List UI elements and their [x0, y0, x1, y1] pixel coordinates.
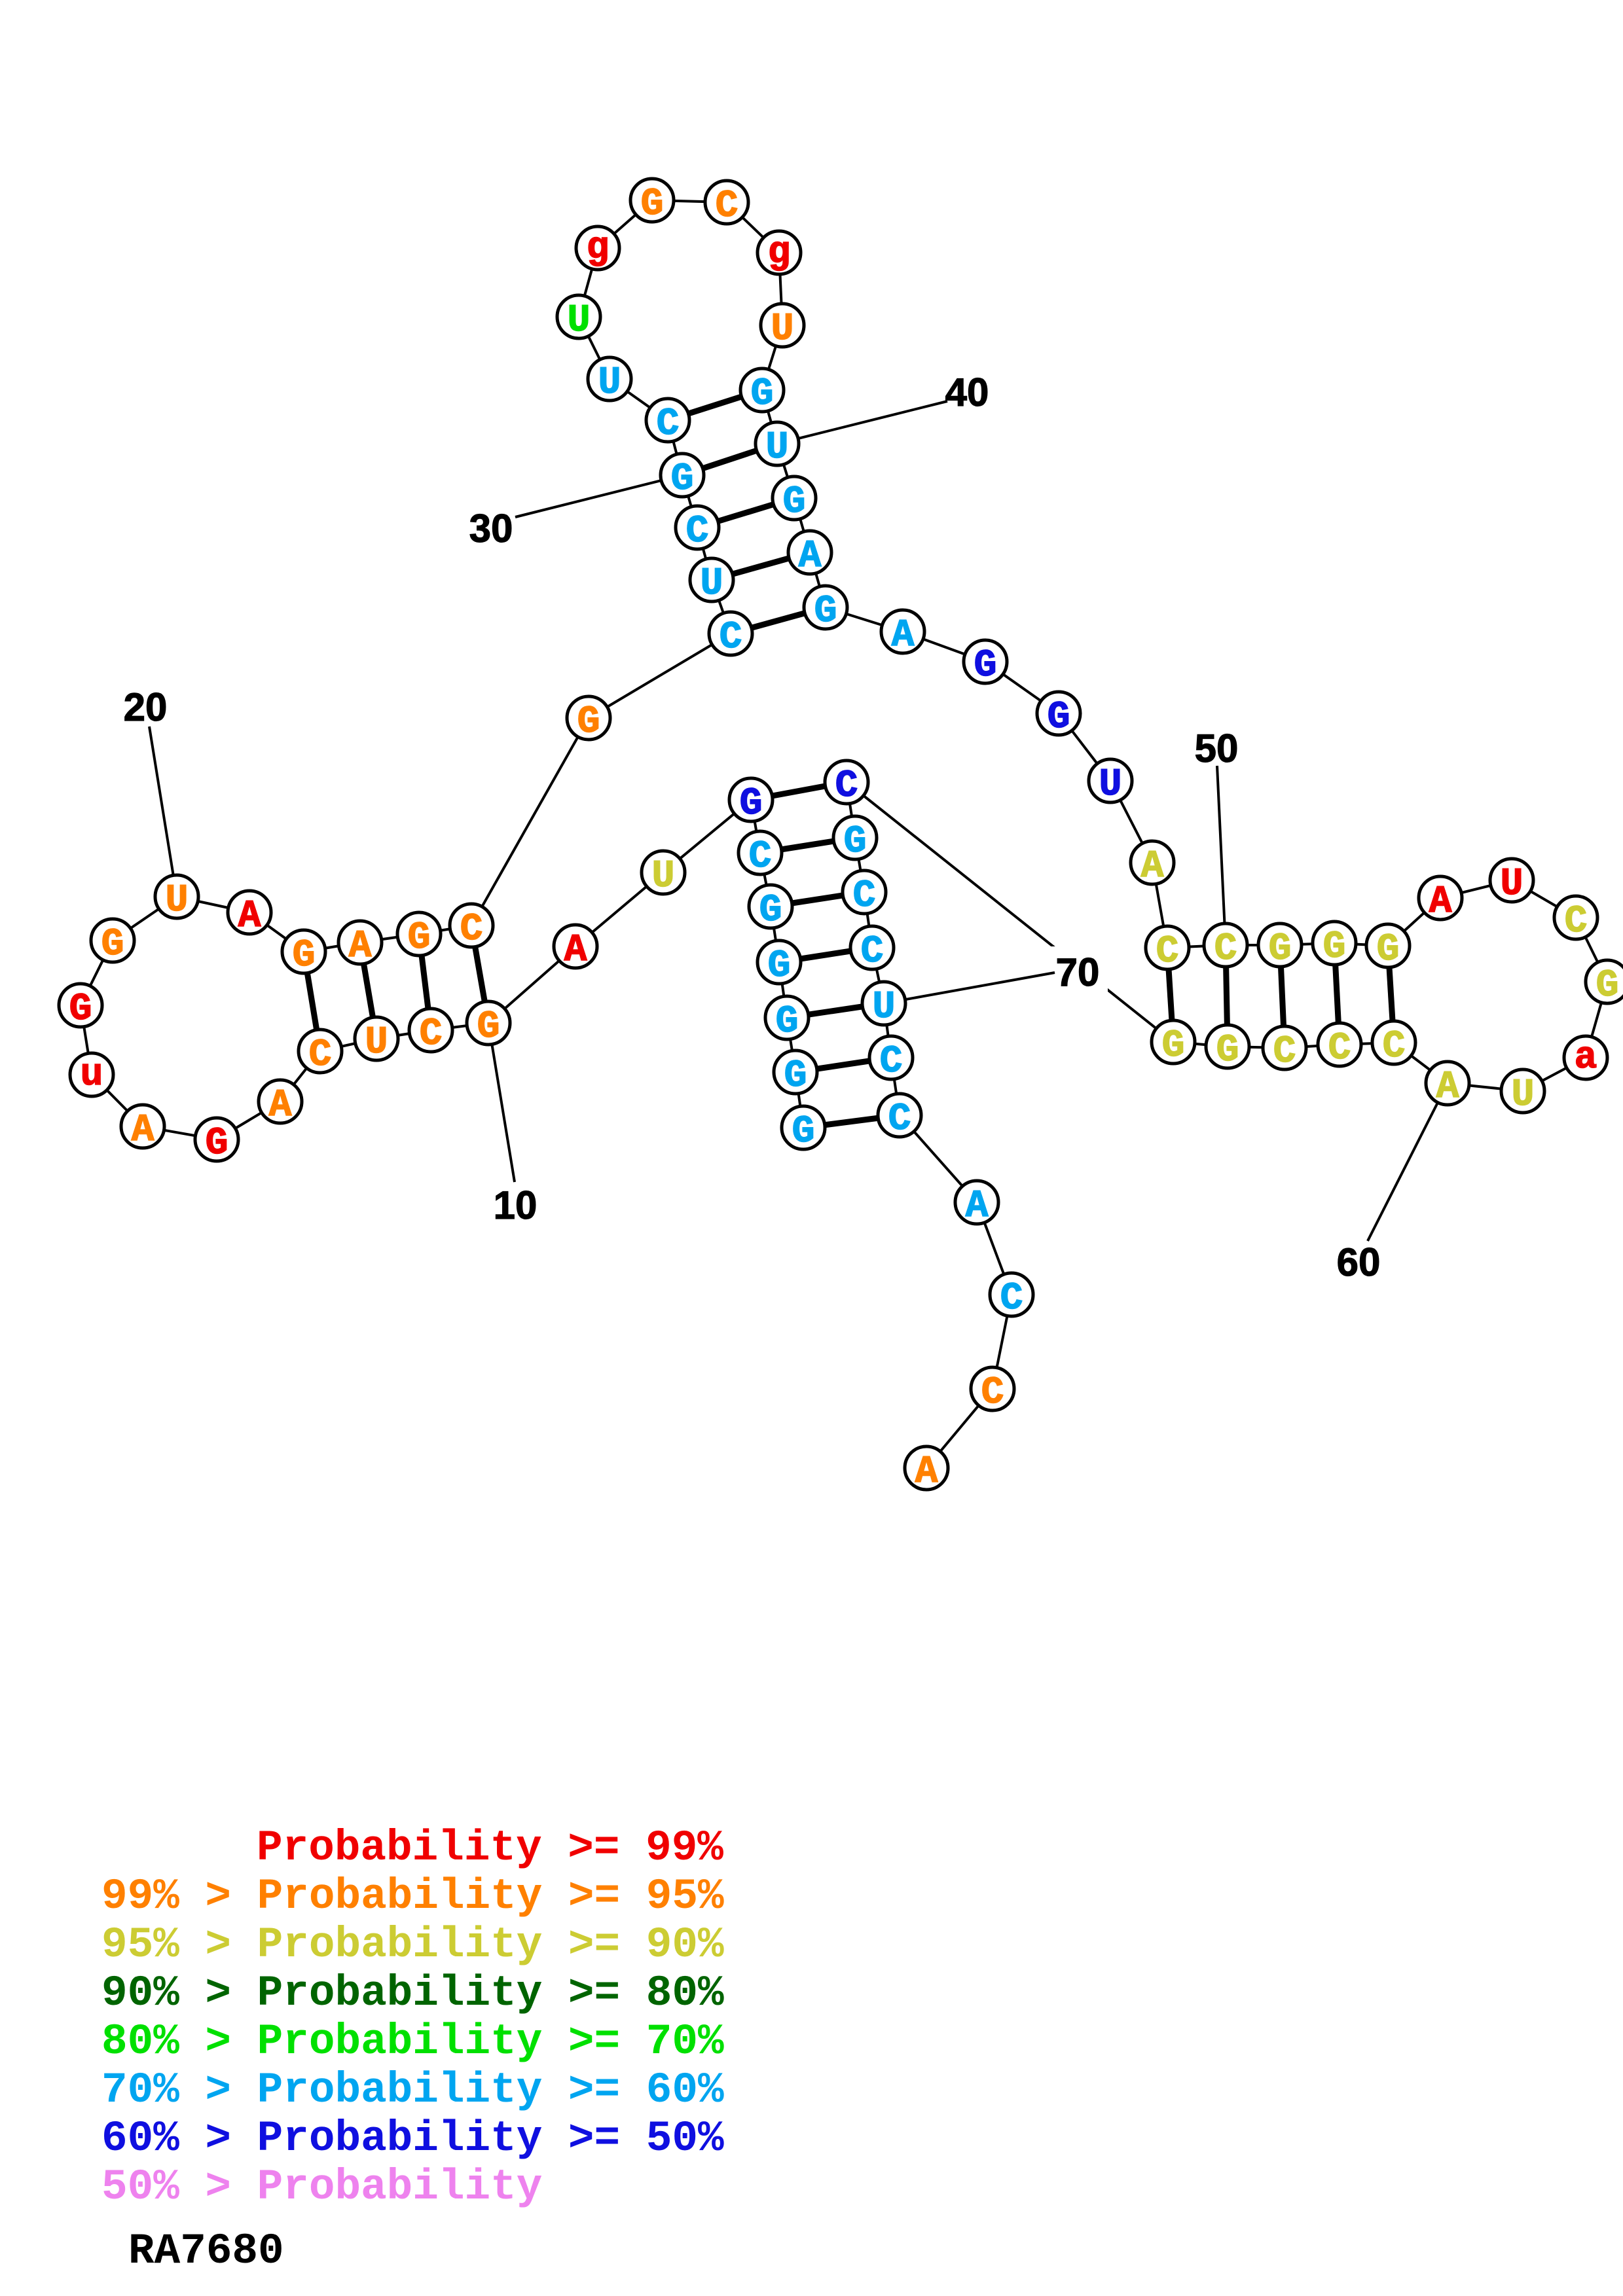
svg-text:C: C — [853, 875, 876, 918]
svg-text:u: u — [81, 1054, 103, 1096]
svg-text:C: C — [1328, 1028, 1351, 1070]
svg-text:C: C — [1383, 1026, 1406, 1068]
svg-text:G: G — [814, 590, 837, 633]
svg-text:70% > Probability >= 60%: 70% > Probability >= 60% — [101, 2066, 724, 2115]
svg-text:C: C — [460, 908, 483, 951]
svg-text:70: 70 — [1056, 950, 1100, 994]
svg-text:g: g — [768, 232, 791, 274]
svg-text:U: U — [1099, 764, 1122, 806]
svg-text:80% > Probability >= 70%: 80% > Probability >= 70% — [101, 2017, 724, 2066]
svg-text:g: g — [587, 227, 610, 270]
svg-text:C: C — [1000, 1278, 1023, 1320]
svg-text:G: G — [1323, 926, 1346, 969]
svg-text:99% > Probability >= 95%: 99% > Probability >= 95% — [101, 1872, 724, 1921]
svg-text:G: G — [1048, 696, 1070, 739]
svg-text:G: G — [1269, 928, 1292, 971]
svg-text:A: A — [799, 535, 822, 578]
svg-text:U: U — [568, 300, 591, 342]
svg-text:C: C — [686, 511, 709, 553]
svg-text:G: G — [1216, 1030, 1239, 1072]
svg-text:C: C — [888, 1098, 911, 1141]
svg-text:20: 20 — [124, 685, 168, 729]
svg-text:G: G — [768, 945, 791, 988]
svg-text:G: G — [1377, 929, 1400, 971]
svg-text:C: C — [309, 1034, 332, 1077]
svg-text:C: C — [420, 1013, 443, 1056]
svg-text:G: G — [577, 701, 600, 744]
svg-text:C: C — [1565, 901, 1588, 943]
svg-text:60: 60 — [1337, 1240, 1381, 1284]
svg-text:U: U — [166, 880, 189, 922]
svg-text:C: C — [657, 403, 680, 446]
svg-text:U: U — [766, 427, 789, 469]
svg-text:RA7680: RA7680 — [128, 2227, 284, 2276]
svg-text:A: A — [966, 1185, 989, 1228]
svg-text:A: A — [132, 1109, 155, 1152]
svg-text:A: A — [1141, 846, 1164, 888]
svg-text:A: A — [892, 615, 915, 657]
svg-text:A: A — [915, 1451, 938, 1494]
svg-text:A: A — [564, 929, 587, 972]
svg-text:40: 40 — [945, 370, 989, 414]
svg-text:G: G — [792, 1111, 815, 1153]
svg-text:Probability >= 99%: Probability >= 99% — [257, 1823, 723, 1873]
svg-text:G: G — [1162, 1025, 1185, 1067]
svg-text:G: G — [740, 783, 763, 825]
svg-text:U: U — [873, 986, 896, 1029]
svg-text:A: A — [1429, 881, 1452, 924]
svg-text:10: 10 — [494, 1183, 538, 1227]
svg-text:U: U — [1501, 863, 1523, 906]
svg-text:C: C — [1273, 1031, 1296, 1073]
svg-text:C: C — [835, 765, 858, 808]
svg-text:60% > Probability >= 50%: 60% > Probability >= 50% — [101, 2114, 724, 2163]
svg-text:G: G — [477, 1006, 500, 1049]
svg-text:U: U — [701, 563, 723, 605]
svg-text:A: A — [269, 1085, 292, 1127]
svg-text:90% > Probability >= 80%: 90% > Probability >= 80% — [101, 1969, 724, 2018]
svg-text:G: G — [293, 935, 316, 977]
svg-text:G: G — [671, 458, 694, 501]
svg-text:C: C — [716, 185, 739, 228]
svg-text:G: G — [751, 373, 774, 416]
svg-text:C: C — [1156, 931, 1179, 973]
svg-text:A: A — [349, 925, 372, 968]
svg-text:C: C — [720, 617, 742, 659]
svg-text:a: a — [1575, 1037, 1597, 1079]
svg-text:C: C — [749, 836, 772, 878]
svg-text:G: G — [759, 889, 782, 932]
svg-text:G: G — [784, 1055, 807, 1098]
svg-text:G: G — [974, 645, 997, 687]
svg-text:A: A — [238, 895, 261, 938]
svg-text:G: G — [69, 988, 92, 1031]
svg-text:C: C — [861, 931, 884, 973]
svg-text:G: G — [641, 183, 664, 226]
svg-text:G: G — [844, 821, 867, 863]
svg-text:U: U — [598, 362, 621, 404]
svg-text:U: U — [652, 855, 675, 898]
svg-text:95% > Probability >= 90%: 95% > Probability >= 90% — [101, 1920, 724, 1969]
svg-text:C: C — [981, 1372, 1004, 1414]
svg-text:50: 50 — [1195, 726, 1239, 770]
svg-text:G: G — [408, 917, 431, 960]
svg-text:G: G — [1596, 965, 1619, 1007]
svg-text:C: C — [880, 1041, 903, 1083]
svg-text:G: G — [776, 1001, 799, 1043]
svg-text:G: G — [783, 481, 806, 524]
svg-text:U: U — [365, 1022, 388, 1064]
svg-text:G: G — [206, 1122, 228, 1165]
svg-text:30: 30 — [469, 507, 513, 550]
svg-text:A: A — [1436, 1066, 1459, 1109]
svg-text:U: U — [771, 308, 794, 351]
svg-text:U: U — [1512, 1074, 1535, 1117]
svg-text:C: C — [1214, 928, 1237, 971]
svg-text:G: G — [101, 924, 124, 966]
svg-text:50% > Probability: 50% > Probability — [101, 2162, 542, 2212]
